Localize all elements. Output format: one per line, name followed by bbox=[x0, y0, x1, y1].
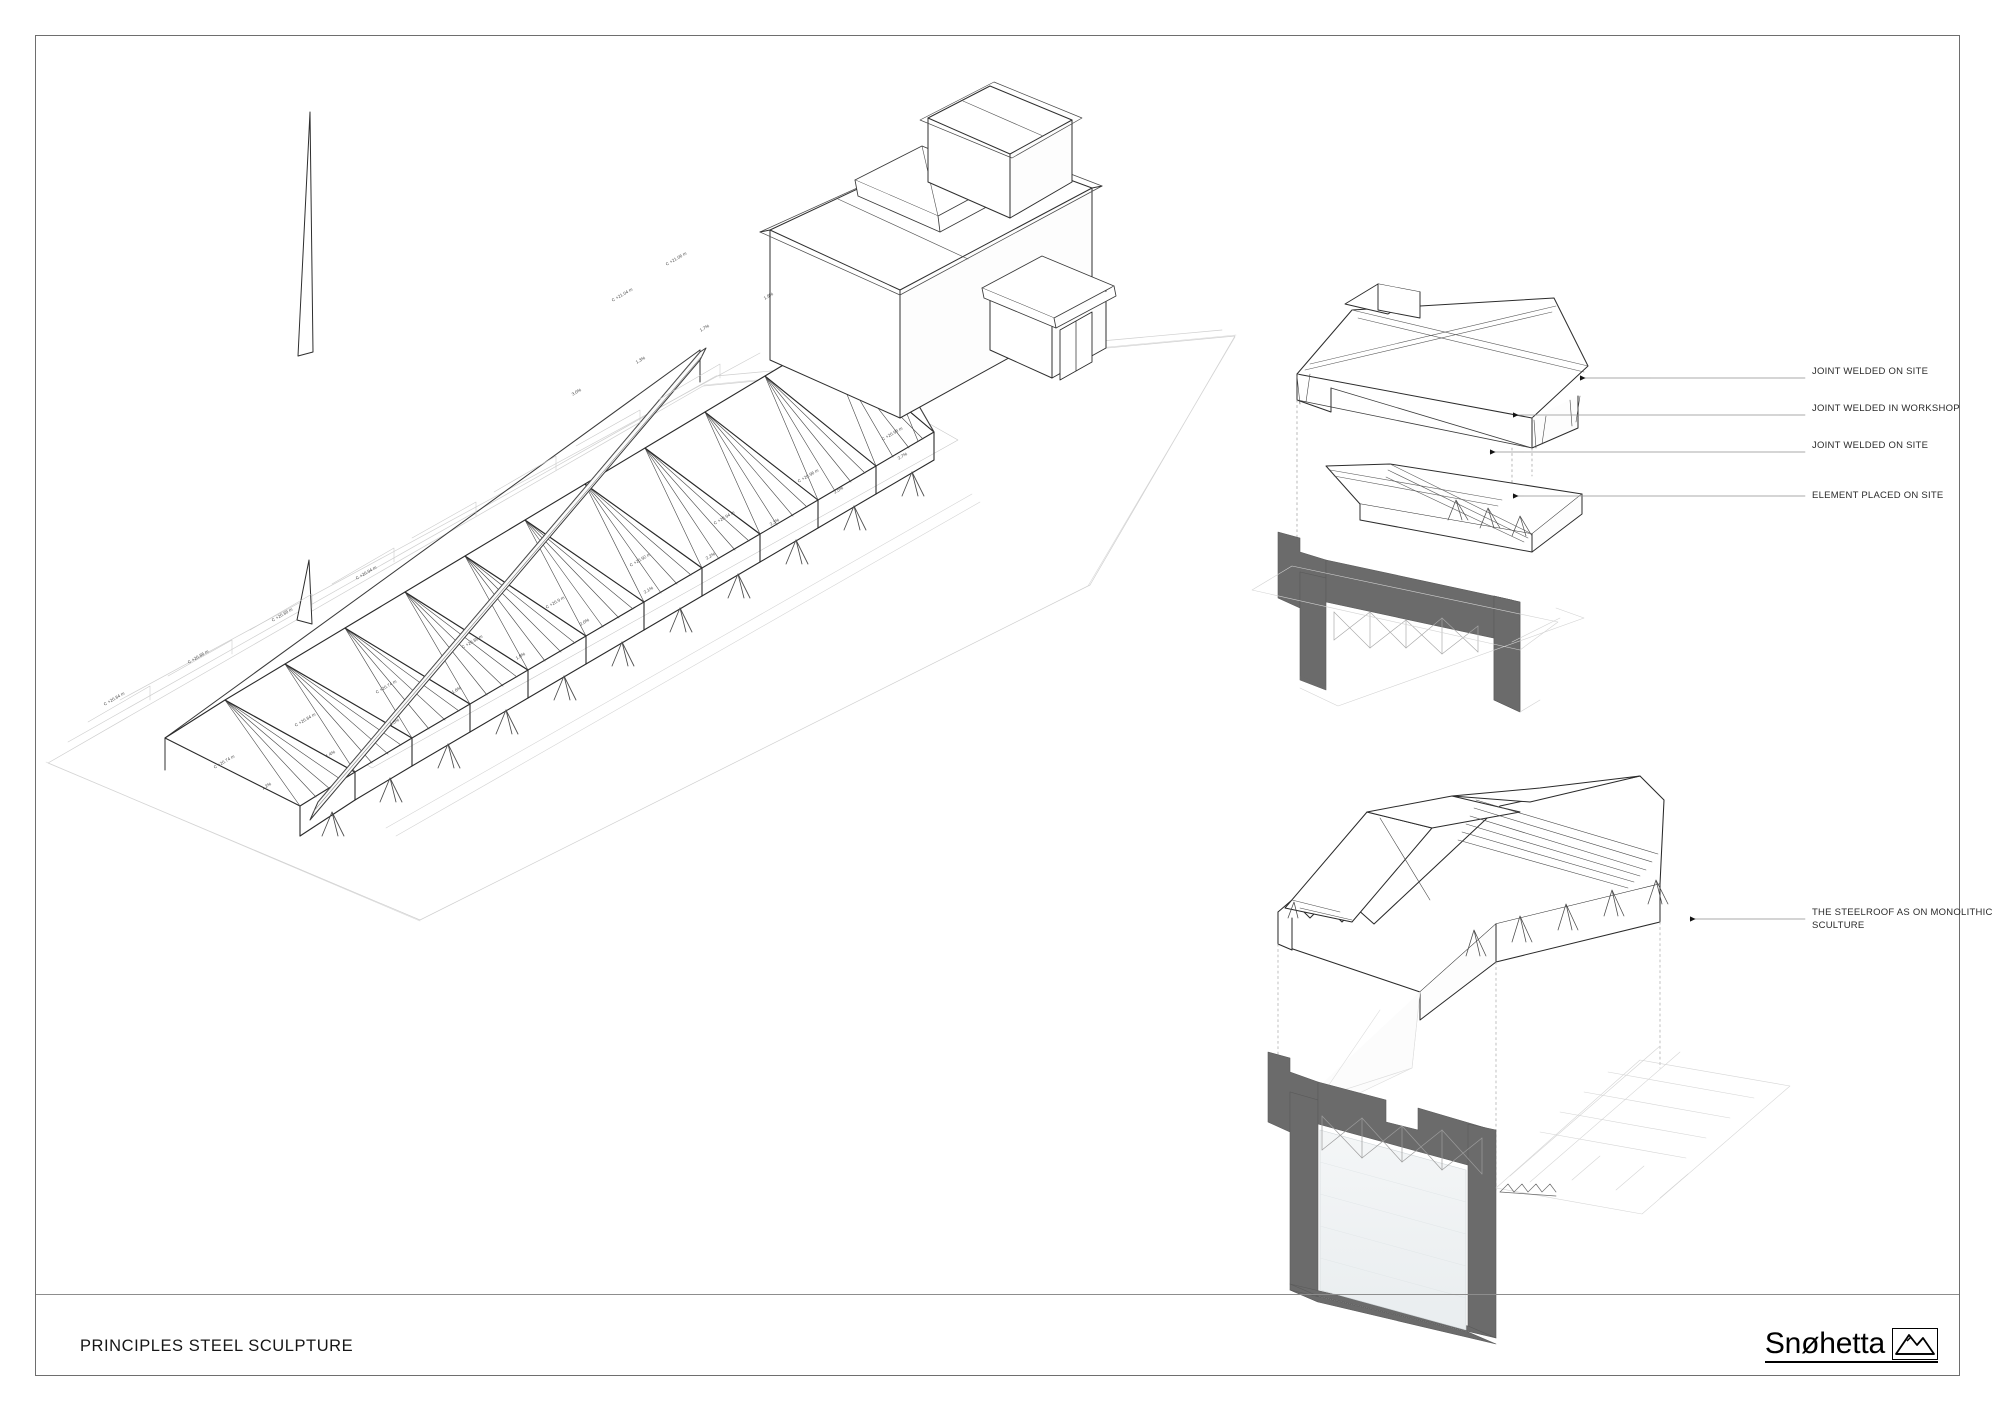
annotation-joint-welded-on-site-upper: JOINT WELDED ON SITE bbox=[1812, 366, 1929, 377]
mountain-icon bbox=[1892, 1328, 1938, 1360]
annotation-joint-welded-in-workshop: JOINT WELDED IN WORKSHOP bbox=[1812, 403, 1960, 414]
title-block-divider bbox=[36, 1294, 1959, 1295]
page-title: PRINCIPLES STEEL SCULPTURE bbox=[80, 1337, 354, 1355]
annotation-element-placed-on-site: ELEMENT PLACED ON SITE bbox=[1812, 490, 1944, 501]
annotation-joint-welded-on-site-lower: JOINT WELDED ON SITE bbox=[1812, 440, 1929, 451]
annotation-steelroof-monolithic: THE STEELROOF AS ON MONOLITHIC SCULTURE bbox=[1812, 907, 1993, 931]
logo-wordmark: Snøhetta bbox=[1764, 1327, 1885, 1360]
sheet-frame bbox=[35, 35, 1960, 1376]
snohetta-logo: Snøhetta bbox=[1764, 1327, 1938, 1363]
